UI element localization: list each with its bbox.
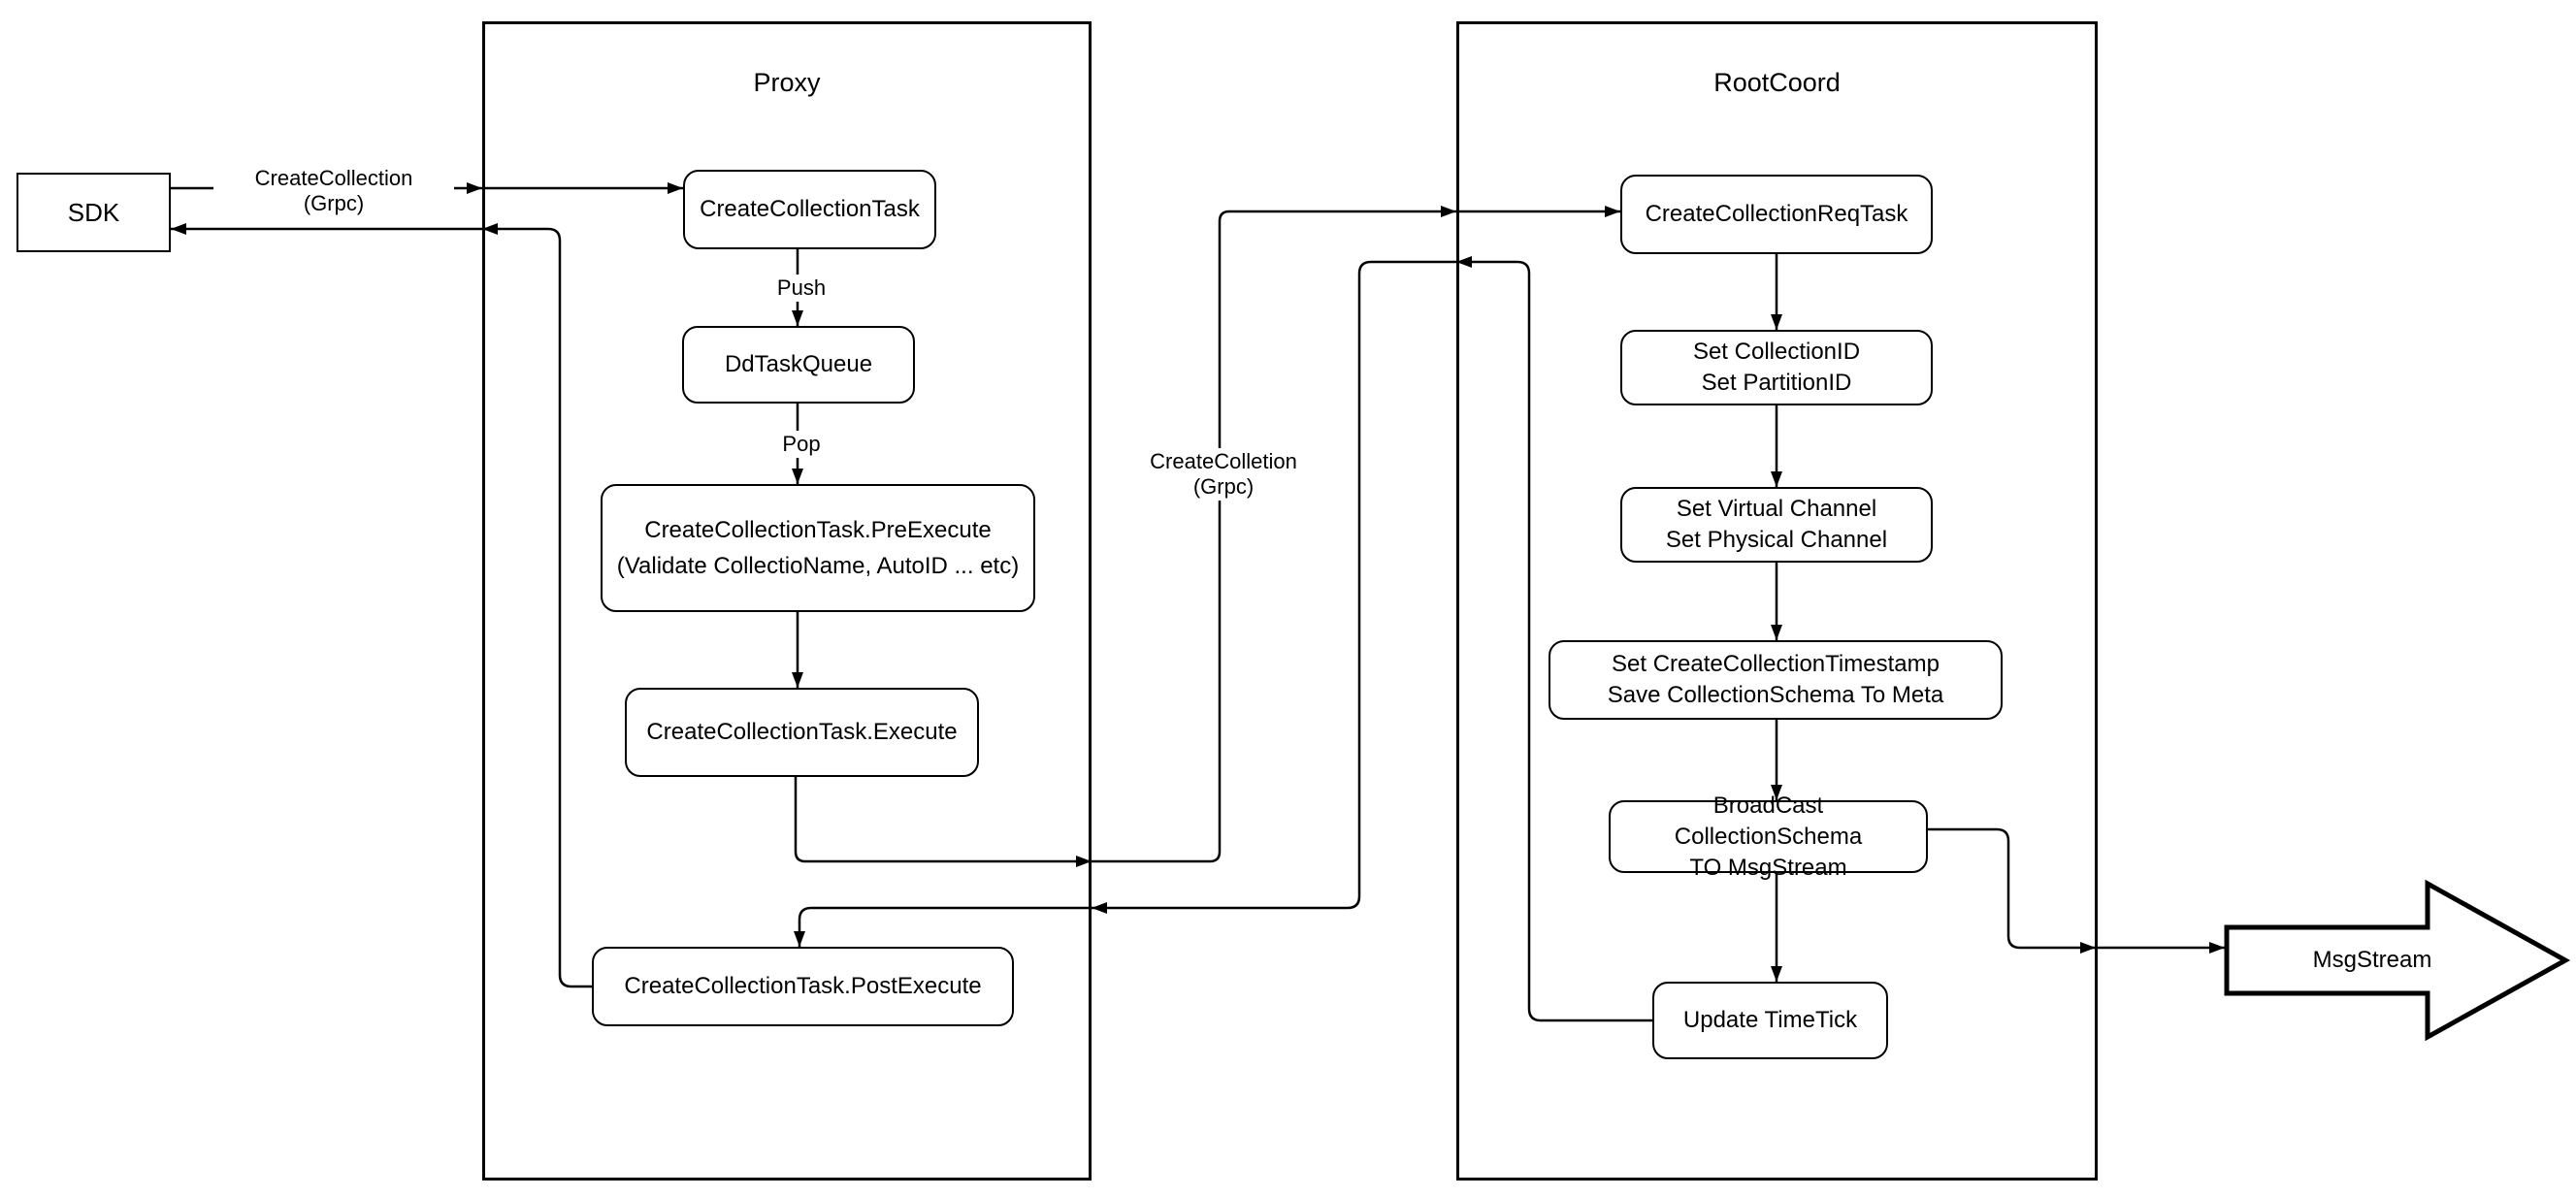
createcollectionreqtask-label: CreateCollectionReqTask xyxy=(1645,201,1908,227)
ddtaskqueue-node: DdTaskQueue xyxy=(682,326,915,404)
edge-label-sdk-request: CreateCollection (Grpc) xyxy=(213,165,454,217)
edge-label-proxy-to-root-grpc-line2: (Grpc) xyxy=(1192,474,1255,499)
sdk-node: SDK xyxy=(16,173,171,252)
set-timestamp-node: Set CreateCollectionTimestamp Save Colle… xyxy=(1549,640,2003,720)
update-timetick-label: Update TimeTick xyxy=(1682,1007,1858,1033)
set-virtual-channel-label: Set Virtual Channel xyxy=(1676,496,1877,522)
set-createcollectiontimestamp-label: Set CreateCollectionTimestamp xyxy=(1612,651,1940,677)
rootcoord-title: RootCoord xyxy=(1713,68,1841,97)
edge-rootcoord-return-to-proxy-boundary xyxy=(1092,260,1456,914)
postexecute-node: CreateCollectionTask.PostExecute xyxy=(592,947,1014,1026)
edge-updatetimetick-to-rootcoord-boundary xyxy=(1456,256,1652,1022)
edge-label-proxy-to-root-grpc-line1: CreateColletion xyxy=(1150,449,1297,473)
edge-execute-to-proxy-boundary xyxy=(794,777,1092,867)
set-partitionid-label: Set PartitionID xyxy=(1701,370,1852,396)
createcollectiontask-node: CreateCollectionTask xyxy=(683,170,936,249)
preexecute-label-line1: CreateCollectionTask.PreExecute xyxy=(644,517,992,543)
preexecute-label-line2: (Validate CollectioName, AutoID ... etc) xyxy=(616,553,1020,579)
createcollectiontask-label: CreateCollectionTask xyxy=(700,196,920,222)
broadcast-label-line1: BroadCast CollectionSchema xyxy=(1674,792,1863,850)
rootcoord-container: RootCoord xyxy=(1456,21,2098,1181)
msgstream-block-arrow xyxy=(2224,879,2571,1042)
ddtaskqueue-label: DdTaskQueue xyxy=(724,351,873,377)
proxy-container: Proxy xyxy=(482,21,1092,1181)
save-collectionschema-label: Save CollectionSchema To Meta xyxy=(1607,682,1944,708)
set-collectionid-label: Set CollectionID xyxy=(1692,339,1861,365)
edge-label-push: Push xyxy=(759,275,844,302)
sdk-label: SDK xyxy=(67,198,120,227)
msgstream-label: MsgStream xyxy=(2312,947,2432,973)
createcollectionreqtask-node: CreateCollectionReqTask xyxy=(1620,175,1933,254)
broadcast-node: BroadCast CollectionSchema TO MsgStream xyxy=(1609,793,1928,881)
set-ids-node: Set CollectionID Set PartitionID xyxy=(1620,330,1933,405)
edge-label-sdk-request-line2: (Grpc) xyxy=(303,191,365,215)
edge-broadcast-to-rootcoord-boundary xyxy=(1928,827,2096,954)
edge-label-proxy-to-root-grpc: CreateColletion (Grpc) xyxy=(1103,448,1344,501)
preexecute-node: CreateCollectionTask.PreExecute (Validat… xyxy=(601,484,1035,612)
postexecute-label: CreateCollectionTask.PostExecute xyxy=(624,973,982,999)
set-physical-channel-label: Set Physical Channel xyxy=(1665,527,1888,553)
edge-postexecute-to-proxy-boundary xyxy=(482,223,592,988)
edge-proxy-return-to-postexecute xyxy=(794,906,1092,947)
execute-node: CreateCollectionTask.Execute xyxy=(625,688,979,777)
set-channels-node: Set Virtual Channel Set Physical Channel xyxy=(1620,487,1933,563)
update-timetick-node: Update TimeTick xyxy=(1652,982,1888,1059)
edge-label-sdk-request-line1: CreateCollection xyxy=(254,166,413,190)
proxy-title: Proxy xyxy=(753,68,821,97)
edge-label-pop: Pop xyxy=(764,431,839,458)
broadcast-label-line2: TO MsgStream xyxy=(1689,854,1847,881)
execute-label: CreateCollectionTask.Execute xyxy=(646,719,958,745)
edge-grpc-to-rootcoord-boundary xyxy=(1092,206,1456,863)
